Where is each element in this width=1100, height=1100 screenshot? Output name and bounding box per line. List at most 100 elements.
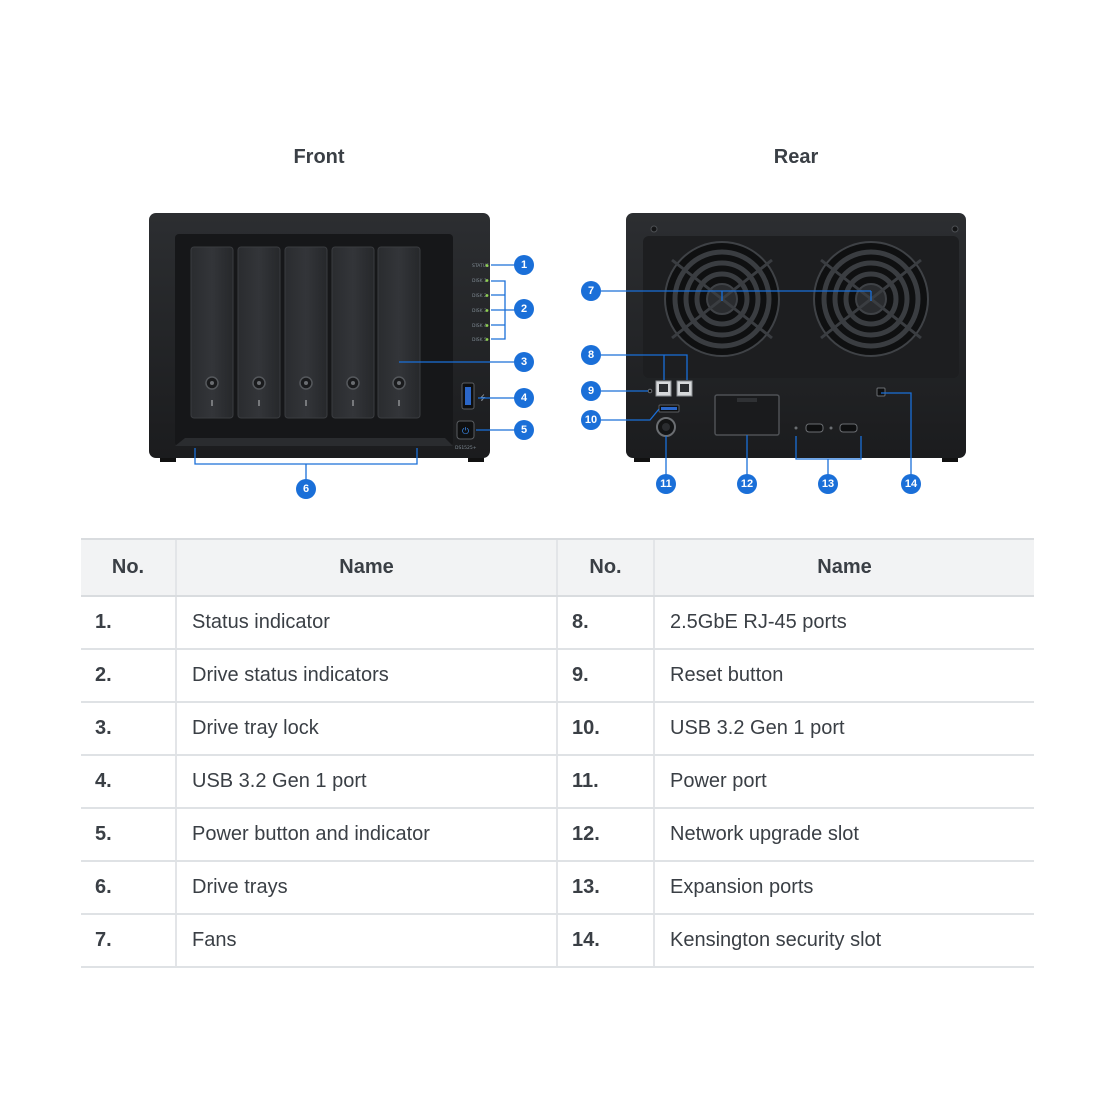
led-label-disk2: DISK 2 [472,293,487,299]
led-label-status: STATUS [472,263,489,269]
row-number: 13. [556,861,654,915]
row-name: USB 3.2 Gen 1 port [653,702,1034,756]
row-name: 2.5GbE RJ-45 ports [653,596,1034,650]
power-icon: ⏻ [462,426,469,437]
nas-diagram: STATUS DISK 1 DISK 2 DISK 3 DISK 4 DISK … [149,213,966,499]
rear-usb-port[interactable] [658,404,680,413]
lan-port[interactable] [655,380,672,397]
led-label-disk5: DISK 5 [472,337,487,343]
marker-1: 1 [514,255,534,275]
status-led-icon [485,264,489,267]
front-view-title: Front [293,146,345,168]
row-name: Drive tray lock [175,702,557,756]
row-name: USB 3.2 Gen 1 port [175,755,557,809]
disk-led-icon [485,279,489,282]
marker-6: 6 [296,479,316,499]
table-header-row: No. Name No. Name [81,538,1034,597]
rear-foot-left [634,455,650,462]
drive-tray[interactable] [190,246,234,419]
row-number: 9. [556,649,654,703]
rear-foot-right [942,455,958,462]
network-upgrade-slot[interactable] [714,394,780,436]
row-number: 6. [81,861,176,915]
lan-port[interactable] [676,380,693,397]
svg-text:12: 12 [741,478,753,490]
marker-2: 2 [514,299,534,319]
marker-12: 12 [737,474,757,494]
front-unit: STATUS DISK 1 DISK 2 DISK 3 DISK 4 DISK … [149,213,490,462]
led-label-disk1: DISK 1 [472,278,487,284]
rear-unit [626,213,966,462]
marker-5: 5 [514,420,534,440]
row-name: Status indicator [175,596,557,650]
kensington-slot[interactable] [876,387,886,397]
svg-text:2: 2 [521,303,527,315]
drive-tray[interactable] [237,246,281,419]
rear-callouts [601,290,912,476]
drive-tray[interactable] [377,246,421,419]
table-row: 3. Drive tray lock 10. USB 3.2 Gen 1 por… [81,702,1034,756]
model-label: DS1525+ [455,445,477,451]
drive-tray[interactable] [331,246,375,419]
front-foot-right [468,455,484,462]
row-number: 8. [556,596,654,650]
row-number: 11. [556,755,654,809]
row-number: 7. [81,914,176,968]
row-name: Power port [653,755,1034,809]
svg-text:5: 5 [521,424,527,436]
svg-text:11: 11 [660,478,672,490]
components-table: No. Name No. Name 1. Status indicator 8.… [81,538,1034,968]
disk-led-icon [485,338,489,341]
disk-led-icon [485,294,489,297]
led-label-disk4: DISK 4 [472,323,487,329]
svg-text:6: 6 [303,483,309,495]
table-row: 6. Drive trays 13. Expansion ports [81,861,1034,915]
row-number: 3. [81,702,176,756]
table-row: 2. Drive status indicators 9. Reset butt… [81,649,1034,703]
row-name: Reset button [653,649,1034,703]
power-button[interactable]: ⏻ [456,420,475,440]
row-name: Expansion ports [653,861,1034,915]
header-name: Name [175,538,557,597]
svg-text:7: 7 [588,285,594,297]
led-label-disk3: DISK 3 [472,308,487,314]
drive-trays [190,246,421,419]
svg-text:13: 13 [822,478,834,490]
drive-tray[interactable] [284,246,328,419]
marker-14: 14 [901,474,921,494]
row-number: 2. [81,649,176,703]
svg-text:8: 8 [588,349,594,361]
power-port[interactable] [656,417,676,437]
front-foot-left [160,455,176,462]
svg-text:9: 9 [588,385,594,397]
row-number: 5. [81,808,176,862]
marker-7: 7 [581,281,601,301]
svg-text:10: 10 [585,414,597,426]
table-row: 4. USB 3.2 Gen 1 port 11. Power port [81,755,1034,809]
expansion-port[interactable] [829,423,858,433]
row-number: 10. [556,702,654,756]
front-callouts [194,264,516,480]
row-name: Drive trays [175,861,557,915]
svg-text:14: 14 [905,478,918,490]
expansion-port[interactable] [794,423,824,433]
table-row: 1. Status indicator 8. 2.5GbE RJ-45 port… [81,596,1034,650]
row-name: Power button and indicator [175,808,557,862]
marker-11: 11 [656,474,676,494]
row-name: Drive status indicators [175,649,557,703]
reset-button[interactable] [647,388,653,394]
disk-led-icon [485,309,489,312]
row-number: 12. [556,808,654,862]
marker-13: 13 [818,474,838,494]
header-no-2: No. [556,538,654,597]
svg-text:4: 4 [521,392,528,404]
row-number: 4. [81,755,176,809]
led-panel: STATUS DISK 1 DISK 2 DISK 3 DISK 4 DISK … [472,263,489,343]
row-number: 1. [81,596,176,650]
row-name: Kensington security slot [653,914,1034,968]
rear-view-title: Rear [773,146,819,168]
marker-10: 10 [581,410,601,430]
row-name: Fans [175,914,557,968]
marker-3: 3 [514,352,534,372]
header-no: No. [81,538,176,597]
